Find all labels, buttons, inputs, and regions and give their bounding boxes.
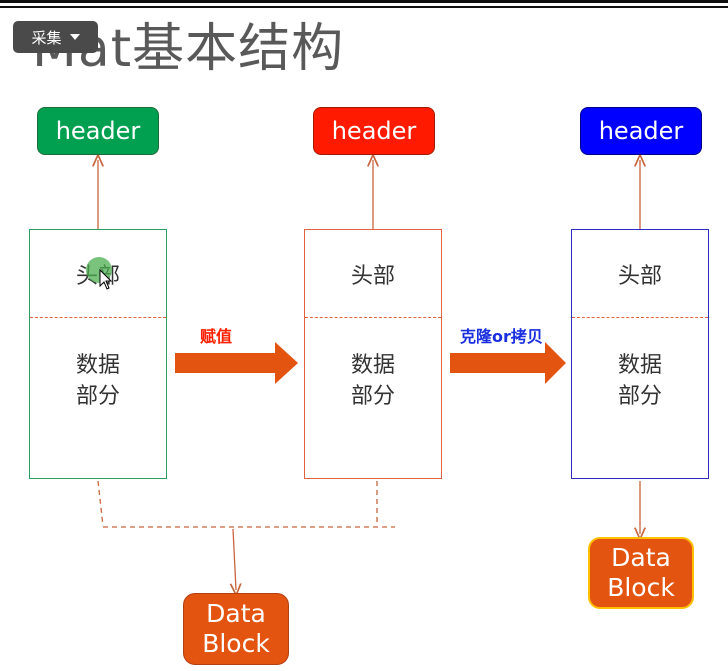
mat-1-data-label-line2: 部分 xyxy=(75,384,120,409)
mat-3-data-label-line1: 数据 xyxy=(617,353,662,378)
collect-button[interactable]: 采集 xyxy=(13,21,98,53)
data-block-shared-line2: Block xyxy=(202,629,270,658)
cursor-pointer-icon xyxy=(99,269,113,290)
mat-3-separator xyxy=(572,317,708,318)
mat-2-head-label: 头部 xyxy=(350,263,395,289)
mat-2-data-label: 数据 部分 xyxy=(305,350,441,412)
mat-3-data-label: 数据 部分 xyxy=(572,350,708,412)
mat-box-3: 头部 数据 部分 xyxy=(571,229,709,479)
header-pill-3: header xyxy=(580,107,702,155)
data-block-cloned: Data Block xyxy=(588,537,694,609)
clone-arrow xyxy=(450,342,566,384)
header-pill-1: header xyxy=(37,107,159,155)
mat-3-head-label: 头部 xyxy=(617,263,662,289)
data-block-shared-line1: Data xyxy=(206,599,266,628)
window-top-border xyxy=(0,0,728,3)
mat-1-separator xyxy=(30,317,166,318)
shared-data-dash-left xyxy=(97,480,104,527)
window-top-border-inner xyxy=(0,6,728,8)
assign-arrow-label: 赋值 xyxy=(200,327,233,346)
mat-2-data-label-line1: 数据 xyxy=(350,353,395,378)
mat-2-separator xyxy=(305,317,441,318)
mat-1-data-label-line1: 数据 xyxy=(75,353,120,378)
data-block-shared: Data Block xyxy=(183,593,289,665)
collect-button-label: 采集 xyxy=(31,28,62,47)
mat-3-data-label-line2: 部分 xyxy=(617,384,662,409)
clone-arrow-label: 克隆or拷贝 xyxy=(460,327,543,346)
assign-arrow xyxy=(175,342,298,384)
header-pill-1-label: header xyxy=(55,117,141,145)
header-pill-3-label: header xyxy=(598,117,684,145)
mat-box-2: 头部 数据 部分 xyxy=(304,229,442,479)
header-pill-2: header xyxy=(313,107,435,155)
connector-shared-data-block xyxy=(233,528,236,590)
mat-2-data-label-line2: 部分 xyxy=(350,384,395,409)
data-block-cloned-line2: Block xyxy=(607,573,675,602)
data-block-cloned-line1: Data xyxy=(611,543,671,572)
chevron-down-icon xyxy=(69,34,80,40)
mat-1-data-label: 数据 部分 xyxy=(30,350,166,412)
header-pill-2-label: header xyxy=(331,117,417,145)
